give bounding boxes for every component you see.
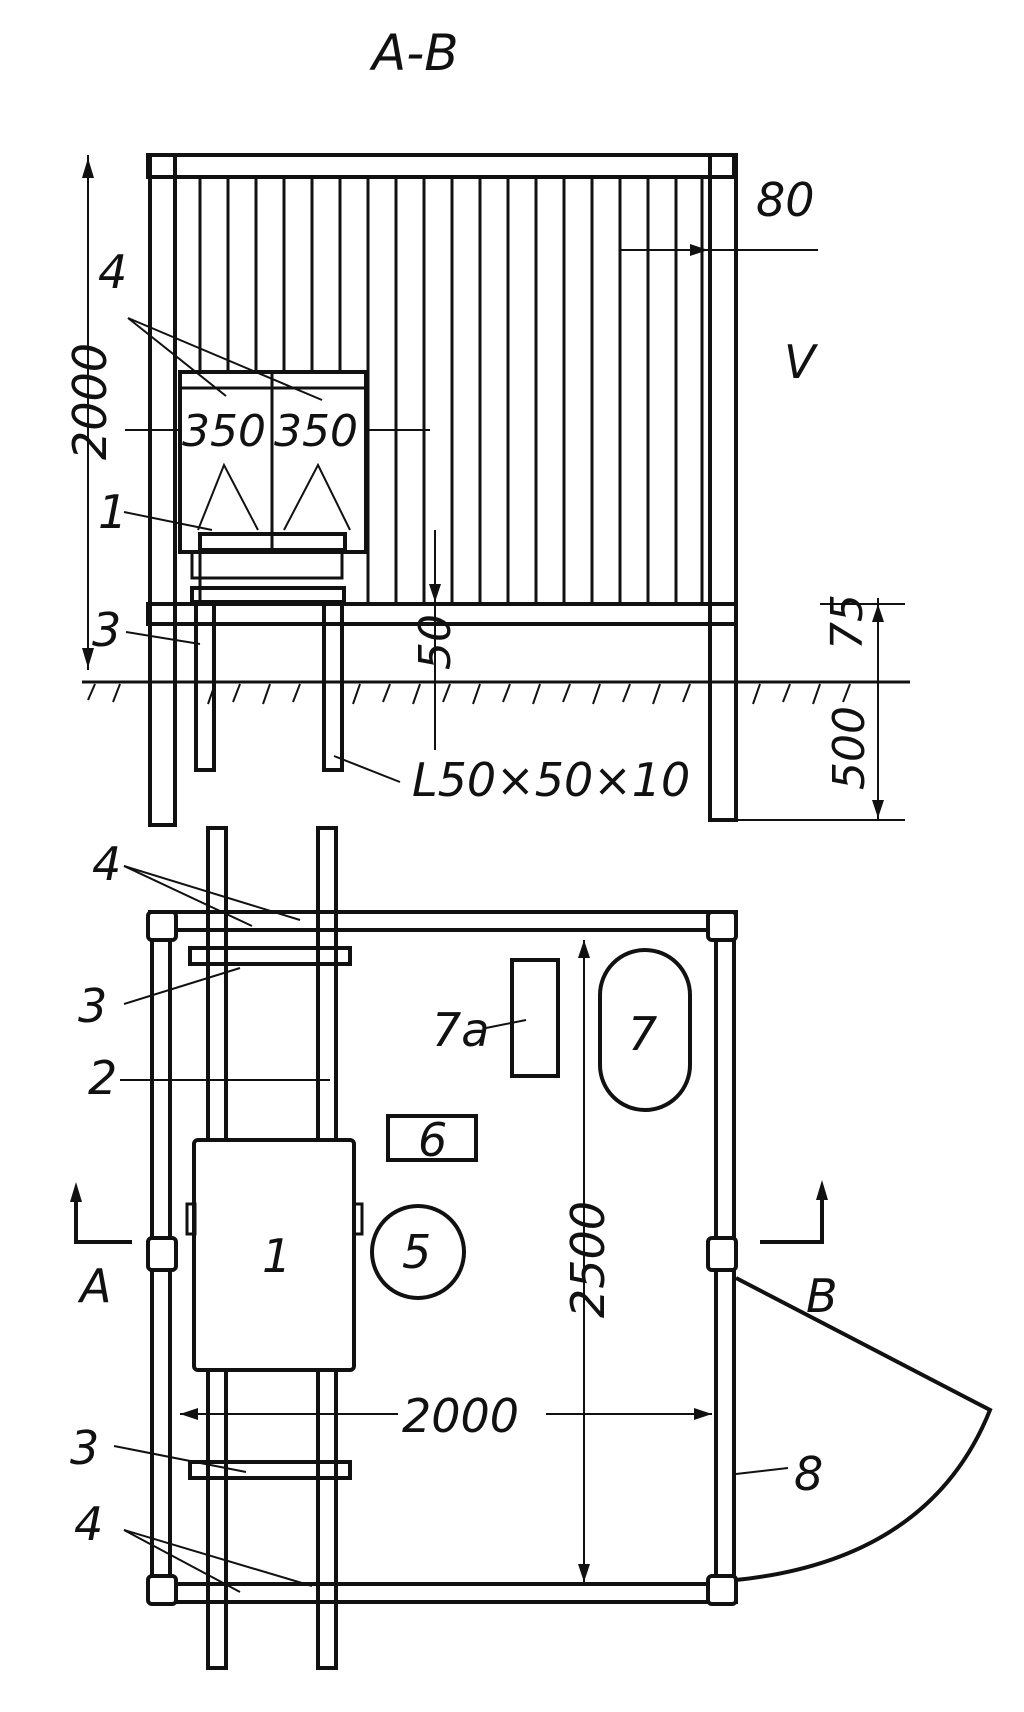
plan-mark-7: 7 bbox=[628, 1007, 657, 1061]
plan-leader-3-top bbox=[123, 967, 241, 1005]
bottom-beam bbox=[146, 602, 738, 626]
plan-leader-4d bbox=[123, 1529, 313, 1587]
plan-mark-6: 6 bbox=[418, 1113, 447, 1167]
dim-2000-label: 2000 bbox=[402, 1389, 519, 1443]
ventilation-symbol: V bbox=[784, 335, 819, 389]
plan-mark-3-bottom: 3 bbox=[70, 1421, 99, 1475]
mid-post-right bbox=[706, 1236, 738, 1272]
plan-mark-5: 5 bbox=[402, 1225, 431, 1279]
wall-boarding bbox=[198, 177, 704, 604]
cabinet-base bbox=[198, 532, 347, 552]
corner-post-tr bbox=[706, 910, 738, 942]
elevation-view: 2000 350 350 80 V 50 75 500 L50×50×10 4 … bbox=[63, 153, 910, 827]
dim-80-label: 80 bbox=[756, 173, 815, 227]
angle-leader bbox=[333, 755, 401, 783]
angle-profile-label: L50×50×10 bbox=[412, 753, 690, 807]
plan-leader-4b bbox=[123, 865, 301, 921]
leader-3 bbox=[125, 631, 201, 645]
plan-leader-4a bbox=[123, 865, 253, 927]
mid-post-left bbox=[146, 1236, 178, 1272]
dim-2500-arrow-bottom bbox=[578, 1564, 590, 1582]
plan-view: 2500 2000 A B 4 3 2 1 5 6 7 7a 8 3 4 bbox=[70, 826, 993, 1670]
plan-mark-7a: 7a bbox=[432, 1003, 489, 1057]
corner-post-br bbox=[706, 1574, 738, 1606]
leader-4-a bbox=[127, 317, 227, 397]
stand-top bbox=[190, 586, 346, 604]
left-post bbox=[148, 153, 177, 827]
stand-leg-left bbox=[194, 600, 216, 772]
dim-75-label: 75 bbox=[822, 594, 873, 650]
dim-2000-arrow-right bbox=[694, 1408, 712, 1420]
dim-height-arrow-top bbox=[82, 158, 94, 178]
item-7a-box bbox=[510, 958, 560, 1078]
item-7-oval bbox=[598, 948, 692, 1112]
section-b-label: B bbox=[806, 1269, 838, 1323]
leader-1 bbox=[123, 511, 213, 531]
dim-500-label: 500 bbox=[824, 706, 875, 790]
dim-50-label: 50 bbox=[410, 614, 461, 670]
support-top bbox=[188, 946, 352, 966]
dim-2500-arrow-top bbox=[578, 940, 590, 958]
dim-350-right-label: 350 bbox=[274, 406, 358, 457]
item-5-circle bbox=[370, 1204, 466, 1300]
section-title: A-B bbox=[369, 24, 459, 82]
plan-bottom-wall bbox=[148, 1582, 738, 1604]
plan-mark-4-bottom: 4 bbox=[74, 1497, 103, 1551]
plan-mark-3-top: 3 bbox=[78, 979, 107, 1033]
section-a-marker bbox=[74, 1198, 132, 1244]
cabinet-door-right-mark bbox=[283, 462, 351, 531]
plan-cabinet-hinge-right bbox=[352, 1202, 364, 1236]
ground-hatch bbox=[87, 683, 851, 705]
section-a-arrow bbox=[70, 1182, 82, 1202]
plan-cabinet-hinge-left bbox=[185, 1202, 197, 1236]
section-b-marker bbox=[760, 1196, 824, 1244]
cabinet-door-left-mark bbox=[197, 462, 259, 531]
plan-mark-8: 8 bbox=[794, 1447, 823, 1501]
wall-top-beam bbox=[146, 153, 736, 179]
corner-post-bl bbox=[146, 1574, 178, 1606]
item-6-box bbox=[386, 1114, 478, 1162]
dim-height-label: 2000 bbox=[63, 343, 117, 460]
section-a-label: A bbox=[77, 1259, 111, 1313]
plan-mark-2: 2 bbox=[88, 1051, 117, 1105]
plan-mark-4-top: 4 bbox=[92, 837, 121, 891]
dim-2000-arrow-left bbox=[180, 1408, 198, 1420]
mark-3-elevation: 3 bbox=[92, 603, 121, 657]
mark-4-elevation: 4 bbox=[98, 245, 127, 299]
plan-top-wall bbox=[148, 910, 738, 932]
right-post bbox=[708, 153, 738, 822]
leader-4-b bbox=[127, 317, 323, 401]
plan-leader-7a bbox=[485, 1019, 527, 1029]
support-bottom bbox=[188, 1460, 352, 1480]
dim-height-arrow-bottom bbox=[82, 648, 94, 668]
door-swing bbox=[735, 1276, 993, 1582]
plan-leader-8 bbox=[735, 1467, 789, 1475]
dim-75-arrow bbox=[872, 604, 884, 622]
stand-leg-right bbox=[322, 600, 344, 772]
mark-1-elevation: 1 bbox=[98, 485, 127, 539]
dim-500-arrow bbox=[872, 800, 884, 818]
dim-2500-label: 2500 bbox=[561, 1201, 615, 1318]
dim-80-arrow bbox=[690, 244, 708, 256]
dim-350-left-label: 350 bbox=[182, 406, 266, 457]
dim-50-arrow bbox=[429, 584, 441, 602]
plan-mark-1: 1 bbox=[262, 1229, 291, 1283]
plan-leader-3-bottom bbox=[113, 1445, 247, 1473]
corner-post-tl bbox=[146, 910, 178, 942]
cabinet-bracket bbox=[190, 550, 344, 580]
plan-cabinet bbox=[192, 1138, 356, 1372]
plan-leader-4c bbox=[123, 1529, 241, 1593]
section-b-arrow bbox=[816, 1180, 828, 1200]
